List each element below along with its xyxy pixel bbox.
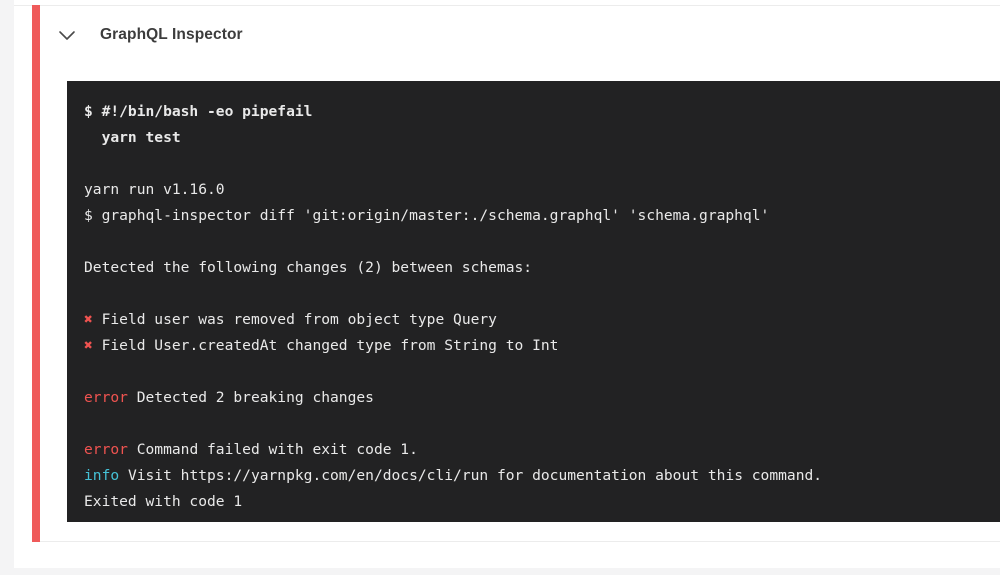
- terminal-log-lines: $ #!/bin/bash -eo pipefail yarn test yar…: [67, 99, 1000, 515]
- terminal-token-plain: Exited with code 1: [84, 493, 243, 510]
- terminal-blank-line: [84, 411, 1000, 437]
- chevron-down-icon[interactable]: [54, 22, 80, 48]
- terminal-token-plain: Field user was removed from object type …: [92, 311, 497, 328]
- terminal-token-plain: yarn test: [84, 129, 181, 146]
- terminal-line: info Visit https://yarnpkg.com/en/docs/c…: [84, 463, 1000, 489]
- terminal-line: yarn test: [84, 125, 1000, 151]
- terminal-token-plain: Detected 2 breaking changes: [127, 389, 374, 406]
- card-top-divider: [14, 5, 1000, 6]
- step-status-accent-bar: [32, 5, 40, 542]
- terminal-line: Exited with code 1: [84, 489, 1000, 515]
- terminal-line: yarn run v1.16.0: [84, 177, 1000, 203]
- terminal-token-plain: Field User.createdAt changed type from S…: [92, 337, 559, 354]
- step-header[interactable]: GraphQL Inspector: [54, 18, 243, 52]
- terminal-line: $ graphql-inspector diff 'git:origin/mas…: [84, 203, 1000, 229]
- terminal-blank-line: [84, 229, 1000, 255]
- terminal-line: ✖ Field User.createdAt changed type from…: [84, 333, 1000, 359]
- terminal-log[interactable]: $ #!/bin/bash -eo pipefail yarn test yar…: [67, 81, 1000, 522]
- terminal-token-cross: ✖: [84, 311, 93, 328]
- terminal-line: $ #!/bin/bash -eo pipefail: [84, 99, 1000, 125]
- terminal-token-plain: Command failed with exit code 1.: [127, 441, 418, 458]
- build-step-card: GraphQL Inspector $ #!/bin/bash -eo pipe…: [14, 0, 1000, 568]
- terminal-token-plain: $ graphql-inspector diff 'git:origin/mas…: [84, 207, 770, 224]
- terminal-token-error: error: [84, 389, 128, 406]
- terminal-token-plain: Detected the following changes (2) betwe…: [84, 259, 533, 276]
- terminal-token-plain: $ #!/bin/bash -eo pipefail: [84, 103, 313, 120]
- terminal-line: Detected the following changes (2) betwe…: [84, 255, 1000, 281]
- terminal-blank-line: [84, 359, 1000, 385]
- terminal-line: ✖ Field user was removed from object typ…: [84, 307, 1000, 333]
- terminal-line: error Command failed with exit code 1.: [84, 437, 1000, 463]
- step-title: GraphQL Inspector: [100, 26, 243, 43]
- terminal-token-info: info: [84, 467, 120, 484]
- terminal-token-cross: ✖: [84, 337, 93, 354]
- terminal-blank-line: [84, 151, 1000, 177]
- terminal-token-plain: yarn run v1.16.0: [84, 181, 225, 198]
- terminal-token-error: error: [84, 441, 128, 458]
- card-bottom-divider: [40, 541, 1000, 542]
- terminal-token-plain: Visit https://yarnpkg.com/en/docs/cli/ru…: [119, 467, 823, 484]
- terminal-line: error Detected 2 breaking changes: [84, 385, 1000, 411]
- terminal-blank-line: [84, 281, 1000, 307]
